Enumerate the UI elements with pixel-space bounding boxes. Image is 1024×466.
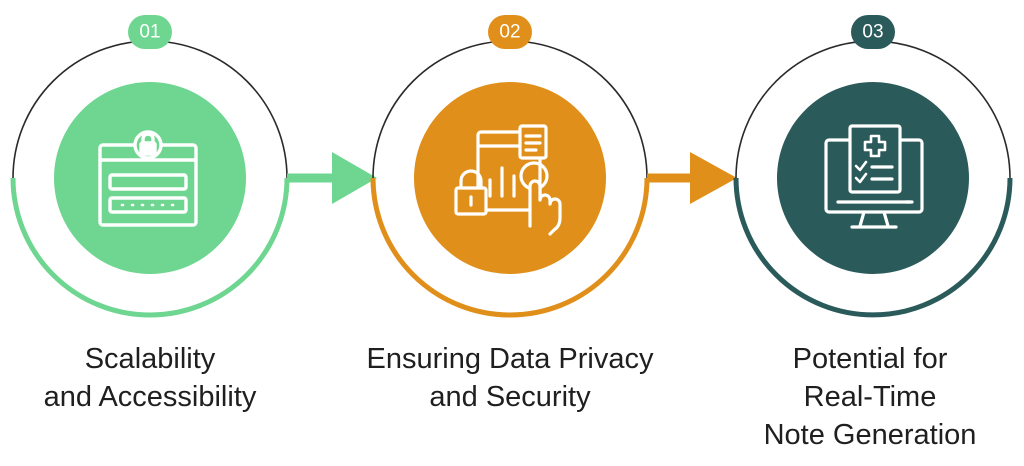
step-2-badge: 02 [488,15,532,49]
step-2-label: Ensuring Data Privacy and Security [330,340,690,416]
step-2: 02 [370,15,650,318]
login-form-lock-icon [98,130,198,227]
step-3-label-line-3: Note Generation [763,419,977,451]
connector-1-2 [287,152,377,204]
step-1-label: Scalability and Accessibility [0,340,300,416]
step-3-label-line-2: Real-Time [803,381,937,413]
step-3-number: 03 [862,22,883,43]
step-2-label-line-1: Ensuring Data Privacy [366,343,654,375]
step-1-label-line-1: Scalability [84,343,216,375]
data-chart-lock-touch-icon [454,124,562,236]
step-1-badge: 01 [128,15,172,49]
step-2-label-line-2: and Security [429,381,591,413]
step-1-label-line-2: and Accessibility [43,381,257,413]
step-1-center-circle [54,82,246,274]
step-1: 01 [10,15,290,318]
step-3-label: Potential for Real-Time Note Generation [720,340,1020,454]
step-3: 03 [733,15,1013,318]
step-1-ring-bottom [10,177,290,318]
step-3-ring-bottom [733,177,1013,318]
step-2-number: 02 [499,22,520,43]
step-2-center-circle [414,82,606,274]
step-2-ring-bottom [370,177,650,318]
step-3-badge: 03 [851,15,895,49]
step-1-number: 01 [139,22,160,43]
step-3-label-line-1: Potential for [792,343,948,375]
connector-2-3 [647,152,737,204]
medical-monitor-checklist-icon [824,124,924,229]
